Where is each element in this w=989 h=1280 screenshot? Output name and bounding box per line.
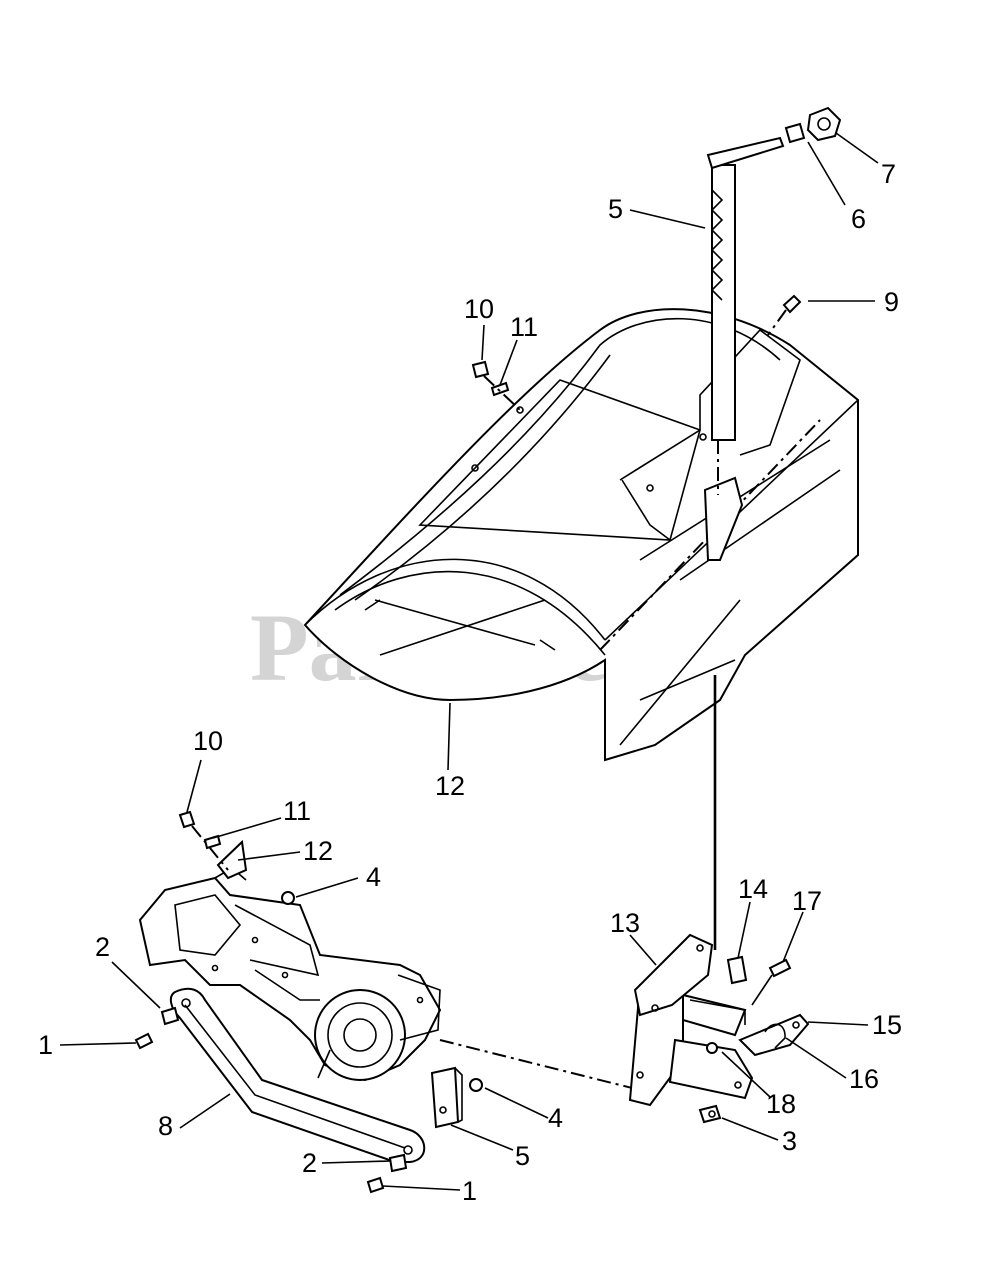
bracket-13 — [633, 933, 714, 1017]
callout-11-top: 11 — [510, 312, 538, 342]
bolt-17 — [751, 958, 792, 1006]
callout-5-top: 5 — [608, 194, 623, 224]
callout-1-a: 1 — [38, 1030, 53, 1060]
callout-4-b: 4 — [548, 1103, 563, 1133]
link-bar-8 — [169, 987, 426, 1163]
bolt-9 — [767, 294, 802, 336]
callout-3: 3 — [782, 1126, 797, 1156]
callout-8: 8 — [158, 1111, 173, 1141]
callout-labels: 7 6 5 9 10 11 12 10 11 12 4 2 1 8 4 5 2 … — [38, 159, 902, 1206]
callout-18: 18 — [766, 1089, 796, 1119]
pin-14 — [726, 955, 748, 985]
nut-4-a — [281, 891, 295, 905]
bolt-3 — [698, 1104, 722, 1124]
block-5 — [430, 1066, 463, 1129]
callout-16: 16 — [849, 1064, 879, 1094]
callout-13: 13 — [610, 908, 640, 938]
callout-10-low: 10 — [193, 726, 223, 756]
callout-2-b: 2 — [302, 1148, 317, 1178]
bolt-1-b — [366, 1176, 385, 1194]
callout-12-top: 12 — [435, 771, 465, 801]
spacer-2-a — [160, 1006, 180, 1026]
callout-4-a: 4 — [366, 862, 381, 892]
leader-lines — [59, 132, 879, 1191]
centerline — [439, 1039, 641, 1091]
callout-1-b: 1 — [462, 1176, 477, 1206]
callout-14: 14 — [738, 874, 768, 904]
callout-17: 17 — [792, 886, 822, 916]
bolt-10-low — [178, 810, 248, 880]
callout-12-low: 12 — [303, 836, 333, 866]
callout-7: 7 — [881, 159, 896, 189]
depth-knob — [806, 106, 842, 142]
bolt-1-a — [134, 1032, 154, 1050]
callout-5-b: 5 — [515, 1141, 530, 1171]
callout-2-a: 2 — [95, 932, 110, 962]
callout-10-top: 10 — [464, 294, 494, 324]
washer-18 — [706, 1042, 718, 1054]
hairpin-16 — [764, 1023, 786, 1049]
plate-15 — [738, 1013, 810, 1057]
tine-transmission — [138, 867, 442, 1082]
nut-4-b — [469, 1078, 483, 1092]
callout-11-low: 11 — [283, 796, 311, 826]
depth-bar — [703, 136, 785, 950]
depth-pin — [784, 122, 806, 144]
callout-15: 15 — [872, 1010, 902, 1040]
callout-9: 9 — [884, 287, 899, 317]
callout-6: 6 — [851, 204, 866, 234]
spacer-2-b — [388, 1153, 408, 1173]
bolt-10-top — [471, 360, 521, 411]
